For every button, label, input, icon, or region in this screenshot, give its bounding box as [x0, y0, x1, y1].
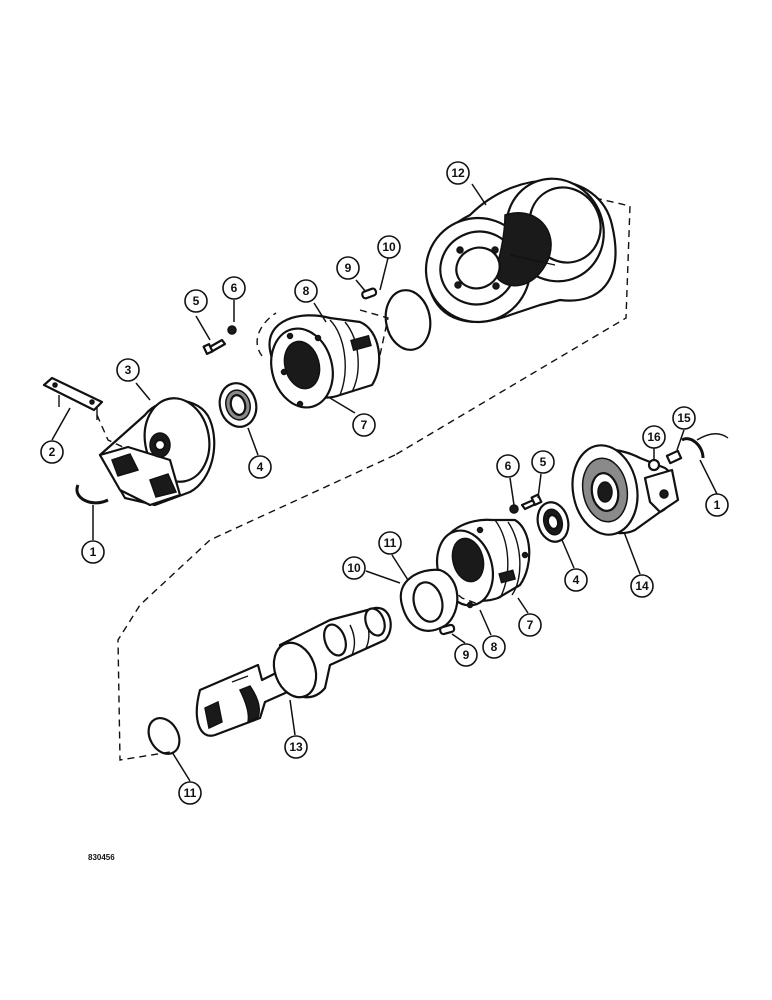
svg-text:4: 4 [257, 460, 264, 474]
callout-11: 11 [378, 531, 402, 555]
svg-text:6: 6 [231, 281, 238, 295]
svg-text:5: 5 [193, 294, 200, 308]
svg-text:13: 13 [289, 740, 303, 754]
lower-o-ring [147, 717, 181, 755]
callout-6: 6 [222, 276, 246, 300]
svg-text:11: 11 [384, 536, 397, 550]
callout-2: 2 [40, 440, 64, 464]
svg-text:9: 9 [463, 648, 470, 662]
callout-14: 14 [630, 574, 654, 598]
callout-3: 3 [116, 358, 140, 382]
callout-10: 10 [342, 556, 366, 580]
callout-15: 15 [672, 406, 696, 430]
svg-text:9: 9 [345, 261, 352, 275]
lower-seal-ring [536, 501, 570, 543]
locking-plate [42, 376, 126, 449]
drawing-code: 830456 [88, 853, 115, 862]
svg-text:11: 11 [184, 786, 197, 800]
svg-text:1: 1 [714, 498, 721, 512]
upper-seal-ring [218, 382, 258, 428]
svg-text:8: 8 [303, 284, 310, 298]
end-cap-bracket [98, 397, 216, 507]
track-roller-wheel [424, 177, 617, 324]
svg-text:2: 2 [49, 445, 56, 459]
svg-text:12: 12 [451, 166, 465, 180]
thrust-washer [399, 568, 459, 632]
svg-text:7: 7 [361, 418, 368, 432]
plug-washer [647, 458, 661, 472]
lower-bolt [520, 493, 543, 511]
svg-text:14: 14 [635, 579, 649, 593]
callout-13: 13 [284, 735, 308, 759]
callout-5: 5 [531, 450, 555, 474]
callout-1: 1 [81, 540, 105, 564]
svg-text:5: 5 [540, 455, 547, 469]
lower-end-cap [571, 444, 680, 536]
snap-ring-left [75, 484, 109, 505]
callout-8: 8 [294, 279, 318, 303]
callout-7: 7 [518, 613, 542, 637]
upper-collar [268, 314, 381, 409]
svg-text:8: 8 [491, 640, 498, 654]
svg-text:16: 16 [647, 430, 661, 444]
svg-text:7: 7 [527, 618, 534, 632]
leader-lines [51, 183, 718, 782]
callout-5: 5 [184, 289, 208, 313]
callout-4: 4 [564, 568, 588, 592]
snap-ring-right [681, 433, 729, 459]
callout-11: 11 [178, 781, 202, 805]
lower-dowel-pin [439, 623, 456, 636]
lower-washer [509, 504, 519, 514]
assembly-dashed-line [117, 197, 631, 761]
svg-text:1: 1 [90, 545, 97, 559]
upper-collar-seam-dash [359, 309, 389, 356]
upper-o-ring [384, 289, 432, 351]
callout-8: 8 [482, 635, 506, 659]
callout-4: 4 [248, 455, 272, 479]
svg-text:3: 3 [125, 363, 132, 377]
plug [665, 449, 683, 465]
lower-collar-seam-dash [439, 579, 479, 605]
callout-1: 1 [705, 493, 729, 517]
svg-text:6: 6 [505, 459, 512, 473]
upper-wire-dash [256, 312, 277, 357]
svg-text:10: 10 [382, 240, 396, 254]
callout-9: 9 [454, 643, 478, 667]
roller-shaft [195, 606, 392, 737]
svg-text:10: 10 [347, 561, 361, 575]
upper-washer [227, 325, 237, 335]
callout-9: 9 [336, 256, 360, 280]
callout-10: 10 [377, 235, 401, 259]
callout-6: 6 [496, 454, 520, 478]
svg-text:15: 15 [677, 411, 691, 425]
upper-bolt [202, 338, 227, 355]
svg-text:4: 4 [573, 573, 580, 587]
callout-12: 12 [446, 161, 470, 185]
callout-16: 16 [642, 425, 666, 449]
callout-7: 7 [352, 413, 376, 437]
